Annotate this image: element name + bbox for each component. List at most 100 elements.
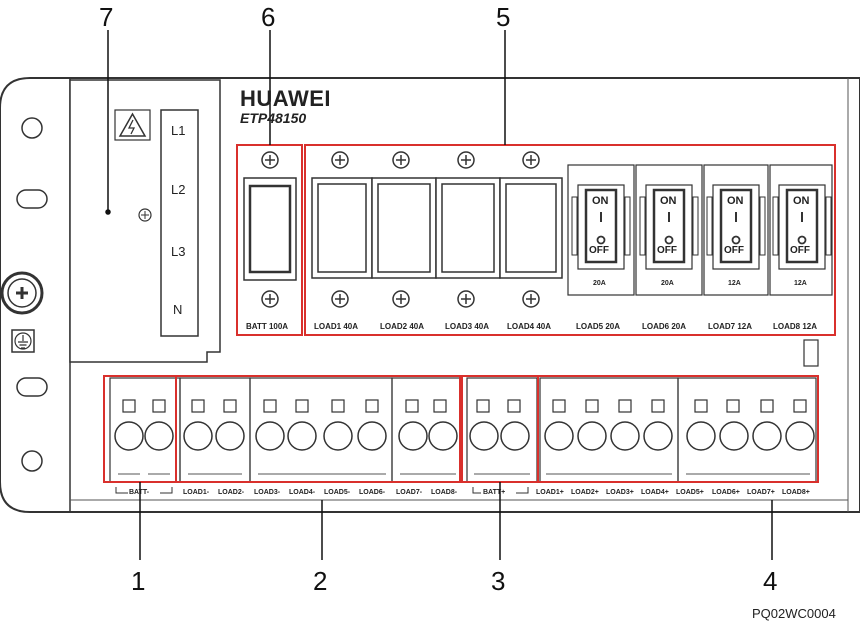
terminal-port [577,399,607,451]
terminal-label: LOAD4- [289,489,316,496]
terminal-port [469,399,499,451]
callout-number: 6 [261,2,276,32]
switch-off-mark [731,235,741,245]
ground-screw-cross [16,287,28,299]
callout-number: 4 [763,566,778,596]
terminal-port [398,399,428,451]
screw-icon [331,290,349,308]
switch-rating: 12A [728,280,741,287]
switch-off-mark [664,235,674,245]
terminal-port [357,399,387,451]
callout-number: 3 [491,566,506,596]
screw-icon [392,151,410,169]
warning-triangle-icon [118,112,147,137]
phase-label: L3 [171,244,186,259]
terminal-port [215,399,245,451]
callout-number: 2 [313,566,328,596]
switch-off-label: OFF [790,245,810,256]
screw-icon [331,151,349,169]
switch-toggle [719,188,753,264]
switch-rail [639,196,646,256]
terminal-port [144,399,174,451]
terminal-port [610,399,640,451]
load-breaker-handle [317,183,367,273]
phase-label: N [173,302,183,317]
terminal-port [114,399,144,451]
mounting-slot [16,377,48,397]
load-breaker-label: LOAD1 40A [314,322,359,331]
screw-icon [522,290,540,308]
terminal-label: LOAD1+ [536,489,564,496]
terminal-label: LOAD2- [218,489,245,496]
callout-number: 1 [131,566,146,596]
battery-breaker-label: BATT 100A [246,322,289,331]
switch-rating: 12A [794,280,807,287]
batt-minus-bracket [115,487,173,494]
switch-rail [825,196,832,256]
terminal-label: LOAD5+ [676,489,704,496]
callout-leaders [105,30,773,560]
switch-rail [759,196,766,256]
terminal-port [719,399,749,451]
terminal-port [500,399,530,451]
switch-rating: 20A [661,280,674,287]
model-number: ETP48150 [240,110,307,126]
load-breaker-label: LOAD8 12A [773,322,818,331]
terminal-label: LOAD8+ [782,489,810,496]
lightning-icon [127,119,136,135]
load-breaker-handle [505,183,557,273]
terminal-port [686,399,716,451]
switch-off-mark [596,235,606,245]
switch-on-label: ON [727,195,744,207]
callout-7-dot [105,209,111,215]
terminal-label: LOAD6+ [712,489,740,496]
switch-off-label: OFF [589,245,609,256]
terminal-blocks [103,375,819,483]
switch-rail [571,196,578,256]
terminal-port [785,399,815,451]
switch-on-label: ON [592,195,609,207]
figure-code: PQ02WC0004 [752,606,836,621]
switch-off-mark [797,235,807,245]
mounting-hole [21,117,43,139]
load-breaker-label: LOAD4 40A [507,322,552,331]
phase-label: L2 [171,182,186,197]
load-breaker-label: LOAD3 40A [445,322,490,331]
terminal-port [544,399,574,451]
batt-plus-bracket [472,487,529,494]
brand-logo: HUAWEI [240,86,331,111]
terminal-port [752,399,782,451]
load-breakers-box [304,144,836,336]
terminal-label: BATT- [129,489,150,496]
switch-off-label: OFF [657,245,677,256]
terminal-port [323,399,353,451]
screw-icon [392,290,410,308]
phase-strip [160,109,199,337]
terminal-label: LOAD3+ [606,489,634,496]
terminal-label: LOAD7+ [747,489,775,496]
switch-toggle [652,188,686,264]
load-breaker-handle [441,183,495,273]
terminal-label: LOAD8- [431,489,458,496]
switch-toggle [584,188,618,264]
small-load-switches [567,164,833,296]
ground-symbol-ring [14,332,32,350]
terminal-label: LOAD1- [183,489,210,496]
load-breaker-label: LOAD5 20A [576,322,621,331]
switch-rail [624,196,631,256]
terminal-label: LOAD2+ [571,489,599,496]
callout-number: 7 [99,2,114,32]
screw-icon [261,151,279,169]
ground-symbol-lines [18,335,28,349]
switch-on-label: ON [793,195,810,207]
switch-rail [772,196,779,256]
load-breaker-handle [377,183,431,273]
terminal-label: LOAD7- [396,489,423,496]
terminal-label: LOAD4+ [641,489,669,496]
load-negative-highlight [175,375,461,483]
terminal-port [643,399,673,451]
terminal-port [183,399,213,451]
terminal-ports [114,399,815,451]
screw-icon [522,151,540,169]
switch-toggle [785,188,819,264]
